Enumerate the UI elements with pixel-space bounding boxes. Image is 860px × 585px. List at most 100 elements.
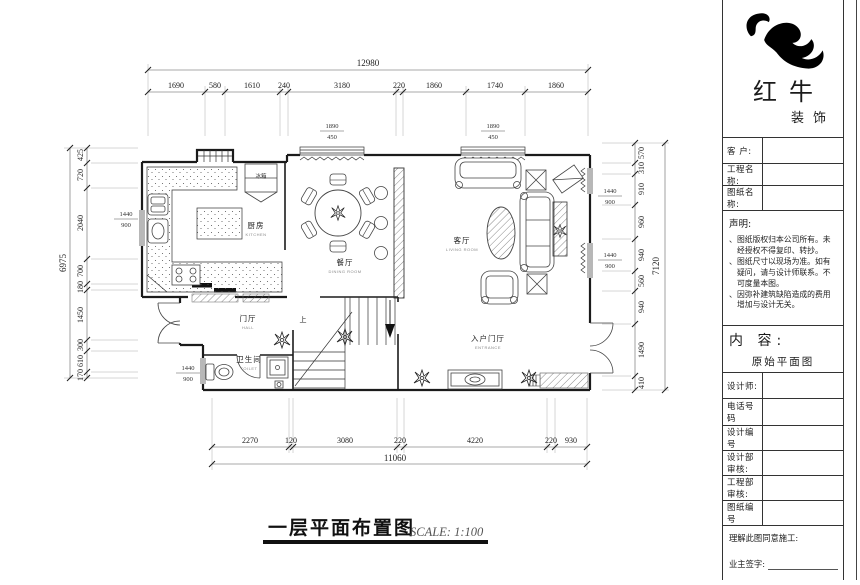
window-bath bbox=[200, 358, 206, 384]
signature-line bbox=[767, 559, 838, 570]
svg-text:2040: 2040 bbox=[76, 215, 85, 231]
dim-bottom: 2270 120 3080 220 4220 220 930 11060 bbox=[208, 398, 591, 470]
svg-text:3180: 3180 bbox=[334, 81, 350, 90]
svg-text:580: 580 bbox=[209, 81, 221, 90]
loveseat bbox=[454, 157, 522, 189]
svg-text:900: 900 bbox=[121, 222, 131, 229]
svg-text:12980: 12980 bbox=[357, 58, 380, 68]
svg-text:930: 930 bbox=[565, 436, 577, 445]
svg-text:1440: 1440 bbox=[120, 211, 133, 218]
field-drawing-name: 图纸名称: bbox=[723, 185, 843, 210]
svg-text:120: 120 bbox=[285, 436, 297, 445]
kitchen-label: 厨房 bbox=[248, 220, 265, 230]
bay-window-dining bbox=[299, 146, 365, 161]
brand-suffix: 装饰 bbox=[790, 111, 835, 126]
statement-item: 、因弥补建筑缺陷造成的费用增加与设计无关。 bbox=[729, 289, 831, 310]
window-kitchen-left bbox=[139, 210, 145, 246]
dining-label: 餐厅 bbox=[337, 258, 354, 267]
dim-left: 425 720 2040 700 180 1450 300 610 170 69… bbox=[58, 144, 138, 382]
toilet bbox=[205, 363, 234, 381]
svg-text:450: 450 bbox=[327, 134, 337, 141]
room-labels: 厨房 KITCHEN 餐厅 DINING ROOM 客厅 LIVING ROOM… bbox=[236, 220, 505, 371]
owner-sign-label: 业主签字: bbox=[729, 559, 765, 569]
row-engineering-audit: 工程部审核: bbox=[723, 475, 843, 500]
svg-text:1450: 1450 bbox=[76, 307, 85, 323]
svg-text:450: 450 bbox=[488, 134, 498, 141]
window-living-right-1 bbox=[580, 167, 593, 194]
row-design-audit: 设计部审核: bbox=[723, 450, 843, 475]
stove bbox=[171, 264, 201, 286]
svg-text:1860: 1860 bbox=[426, 81, 442, 90]
stairs bbox=[293, 297, 396, 390]
oval-rug bbox=[486, 206, 516, 260]
floor-plan-canvas: 冰箱 bbox=[58, 58, 669, 544]
drawing-scale: SCALE: 1:100 bbox=[410, 525, 484, 539]
approve-line: 理解此图同意施工: bbox=[729, 533, 799, 543]
bath-label: 卫生间 bbox=[236, 354, 262, 364]
svg-text:TOILET: TOILET bbox=[241, 366, 258, 371]
svg-text:2270: 2270 bbox=[242, 436, 258, 445]
drawing-title: 一层平面布置图 bbox=[268, 516, 415, 539]
floor-drain bbox=[274, 380, 284, 389]
armchair bbox=[480, 270, 519, 305]
field-project: 工程名称: bbox=[723, 163, 843, 187]
window-living-right-2 bbox=[580, 242, 593, 278]
console-table bbox=[552, 164, 584, 194]
content-value: 原始平面图 bbox=[751, 356, 815, 368]
svg-text:700: 700 bbox=[76, 265, 85, 277]
svg-text:300: 300 bbox=[76, 339, 85, 351]
svg-text:KITCHEN: KITCHEN bbox=[245, 232, 266, 237]
svg-text:900: 900 bbox=[605, 199, 615, 206]
fridge bbox=[244, 163, 278, 203]
living-label: 客厅 bbox=[454, 235, 471, 245]
dining-table bbox=[299, 173, 377, 253]
svg-text:610: 610 bbox=[76, 355, 85, 367]
entry-label: 入户门厅 bbox=[471, 333, 505, 343]
svg-text:LIVING ROOM: LIVING ROOM bbox=[446, 247, 478, 252]
sofa bbox=[519, 191, 555, 273]
shower bbox=[266, 356, 289, 379]
kitchen-island bbox=[196, 207, 243, 240]
content-section: 内 容: 原始平面图 bbox=[723, 325, 843, 372]
svg-text:3080: 3080 bbox=[337, 436, 353, 445]
svg-text:220: 220 bbox=[545, 436, 557, 445]
statement-section: 声明: 、图纸版权归本公司所有。未经授权不得复印、转抄。 、图纸尺寸以现场为准。… bbox=[723, 210, 843, 325]
svg-text:900: 900 bbox=[183, 376, 193, 383]
svg-text:1890: 1890 bbox=[487, 123, 500, 130]
side-table-1 bbox=[525, 169, 547, 191]
svg-text:940: 940 bbox=[637, 249, 646, 261]
entry-double-door bbox=[589, 322, 614, 374]
svg-text:1440: 1440 bbox=[182, 365, 195, 372]
svg-text:170: 170 bbox=[76, 369, 85, 381]
side-table-2 bbox=[526, 273, 548, 295]
kitchen-counters bbox=[146, 166, 283, 293]
bath-door bbox=[236, 354, 261, 379]
svg-text:1860: 1860 bbox=[548, 81, 564, 90]
sheet-right-border bbox=[856, 0, 857, 580]
content-heading: 内 容: bbox=[729, 333, 787, 349]
svg-text:180: 180 bbox=[76, 281, 85, 293]
svg-text:900: 900 bbox=[605, 263, 615, 270]
svg-text:910: 910 bbox=[637, 183, 646, 195]
svg-text:960: 960 bbox=[637, 216, 646, 228]
svg-text:220: 220 bbox=[394, 436, 406, 445]
doormat bbox=[529, 372, 589, 389]
svg-text:570: 570 bbox=[637, 147, 646, 159]
window-size-labels: 1890 450 1890 450 1440 900 1440 900 1440… bbox=[114, 123, 622, 383]
statement-heading: 声明: bbox=[729, 219, 752, 230]
svg-text:DINING ROOM: DINING ROOM bbox=[328, 269, 361, 274]
row-phone: 电话号码 bbox=[723, 398, 843, 425]
svg-text:HALL: HALL bbox=[242, 325, 254, 330]
hall-label: 门厅 bbox=[240, 314, 257, 323]
hall-double-door bbox=[157, 302, 181, 344]
plant-icon bbox=[273, 331, 291, 349]
svg-text:220: 220 bbox=[393, 81, 405, 90]
brand-name: 红牛 bbox=[753, 78, 825, 106]
svg-text:240: 240 bbox=[278, 81, 290, 90]
svg-text:1440: 1440 bbox=[604, 252, 617, 259]
svg-text:1740: 1740 bbox=[487, 81, 503, 90]
fridge-label: 冰箱 bbox=[255, 172, 267, 180]
svg-text:ENTRANCE: ENTRANCE bbox=[475, 345, 501, 350]
entry-rug bbox=[447, 369, 503, 390]
